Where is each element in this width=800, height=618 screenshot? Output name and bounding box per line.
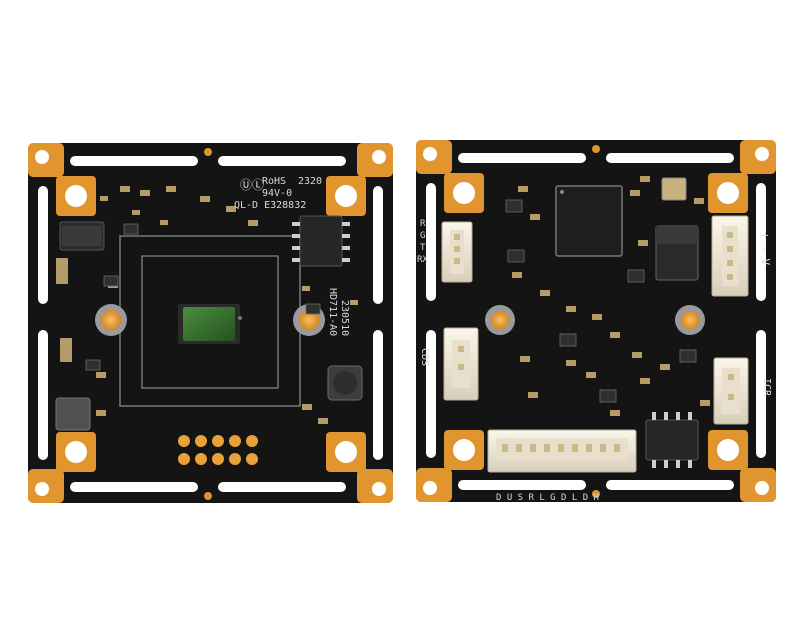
test-pads [178, 435, 258, 465]
icr-label: ICR [761, 378, 772, 397]
main-io-connector [487, 429, 637, 473]
uart-label-g: G [420, 231, 425, 241]
lens-mount-pads [95, 304, 325, 336]
right-slots [426, 153, 766, 490]
power-label: + - V- [759, 232, 772, 272]
ul-logo: ⓊⓁ [240, 178, 264, 192]
rohs-marking: RoHS [262, 176, 286, 187]
right-board: R G T RX + - V- CDS ICR D U S R L G D L … [416, 140, 776, 503]
batch-marking: 230510 [339, 300, 350, 336]
main-soc-chip [555, 185, 623, 257]
uart-label-rx: RX [417, 255, 428, 265]
uart-connector [441, 221, 473, 283]
uart-label-t: T [420, 243, 426, 253]
sensor-frame-inner [141, 255, 279, 389]
right-components [505, 176, 710, 416]
date-code-marking: 2320 [298, 176, 322, 187]
left-mount-holes [35, 150, 386, 496]
left-slots [38, 156, 383, 492]
left-slot-notch [204, 148, 212, 156]
flash-chip [645, 419, 699, 461]
cds-connector [443, 327, 479, 401]
uart-label-r: R [420, 219, 426, 229]
left-components [55, 186, 363, 431]
icr-connector [713, 357, 749, 425]
right-silkscreen: R G T RX + - V- CDS ICR D U S R L G D L … [417, 219, 772, 503]
left-silkscreen: ⓊⓁ RoHS 2320 94V-0 QL-D E328832 HD711-A0… [234, 176, 350, 336]
flammability-marking: 94V-0 [262, 188, 292, 199]
left-board: ⓊⓁ RoHS 2320 94V-0 QL-D E328832 HD711-A0… [28, 143, 393, 503]
model-marking: HD711-A0 [327, 288, 338, 336]
right-mount-holes [423, 147, 769, 495]
io-pin-labels: D U S R L G D L D H [496, 493, 599, 503]
cds-label: CDS [419, 348, 430, 366]
right-mount-pads [485, 305, 705, 335]
power-connector [711, 215, 749, 297]
cert-marking: QL-D E328832 [234, 200, 306, 211]
crystal-oscillator [661, 177, 687, 201]
